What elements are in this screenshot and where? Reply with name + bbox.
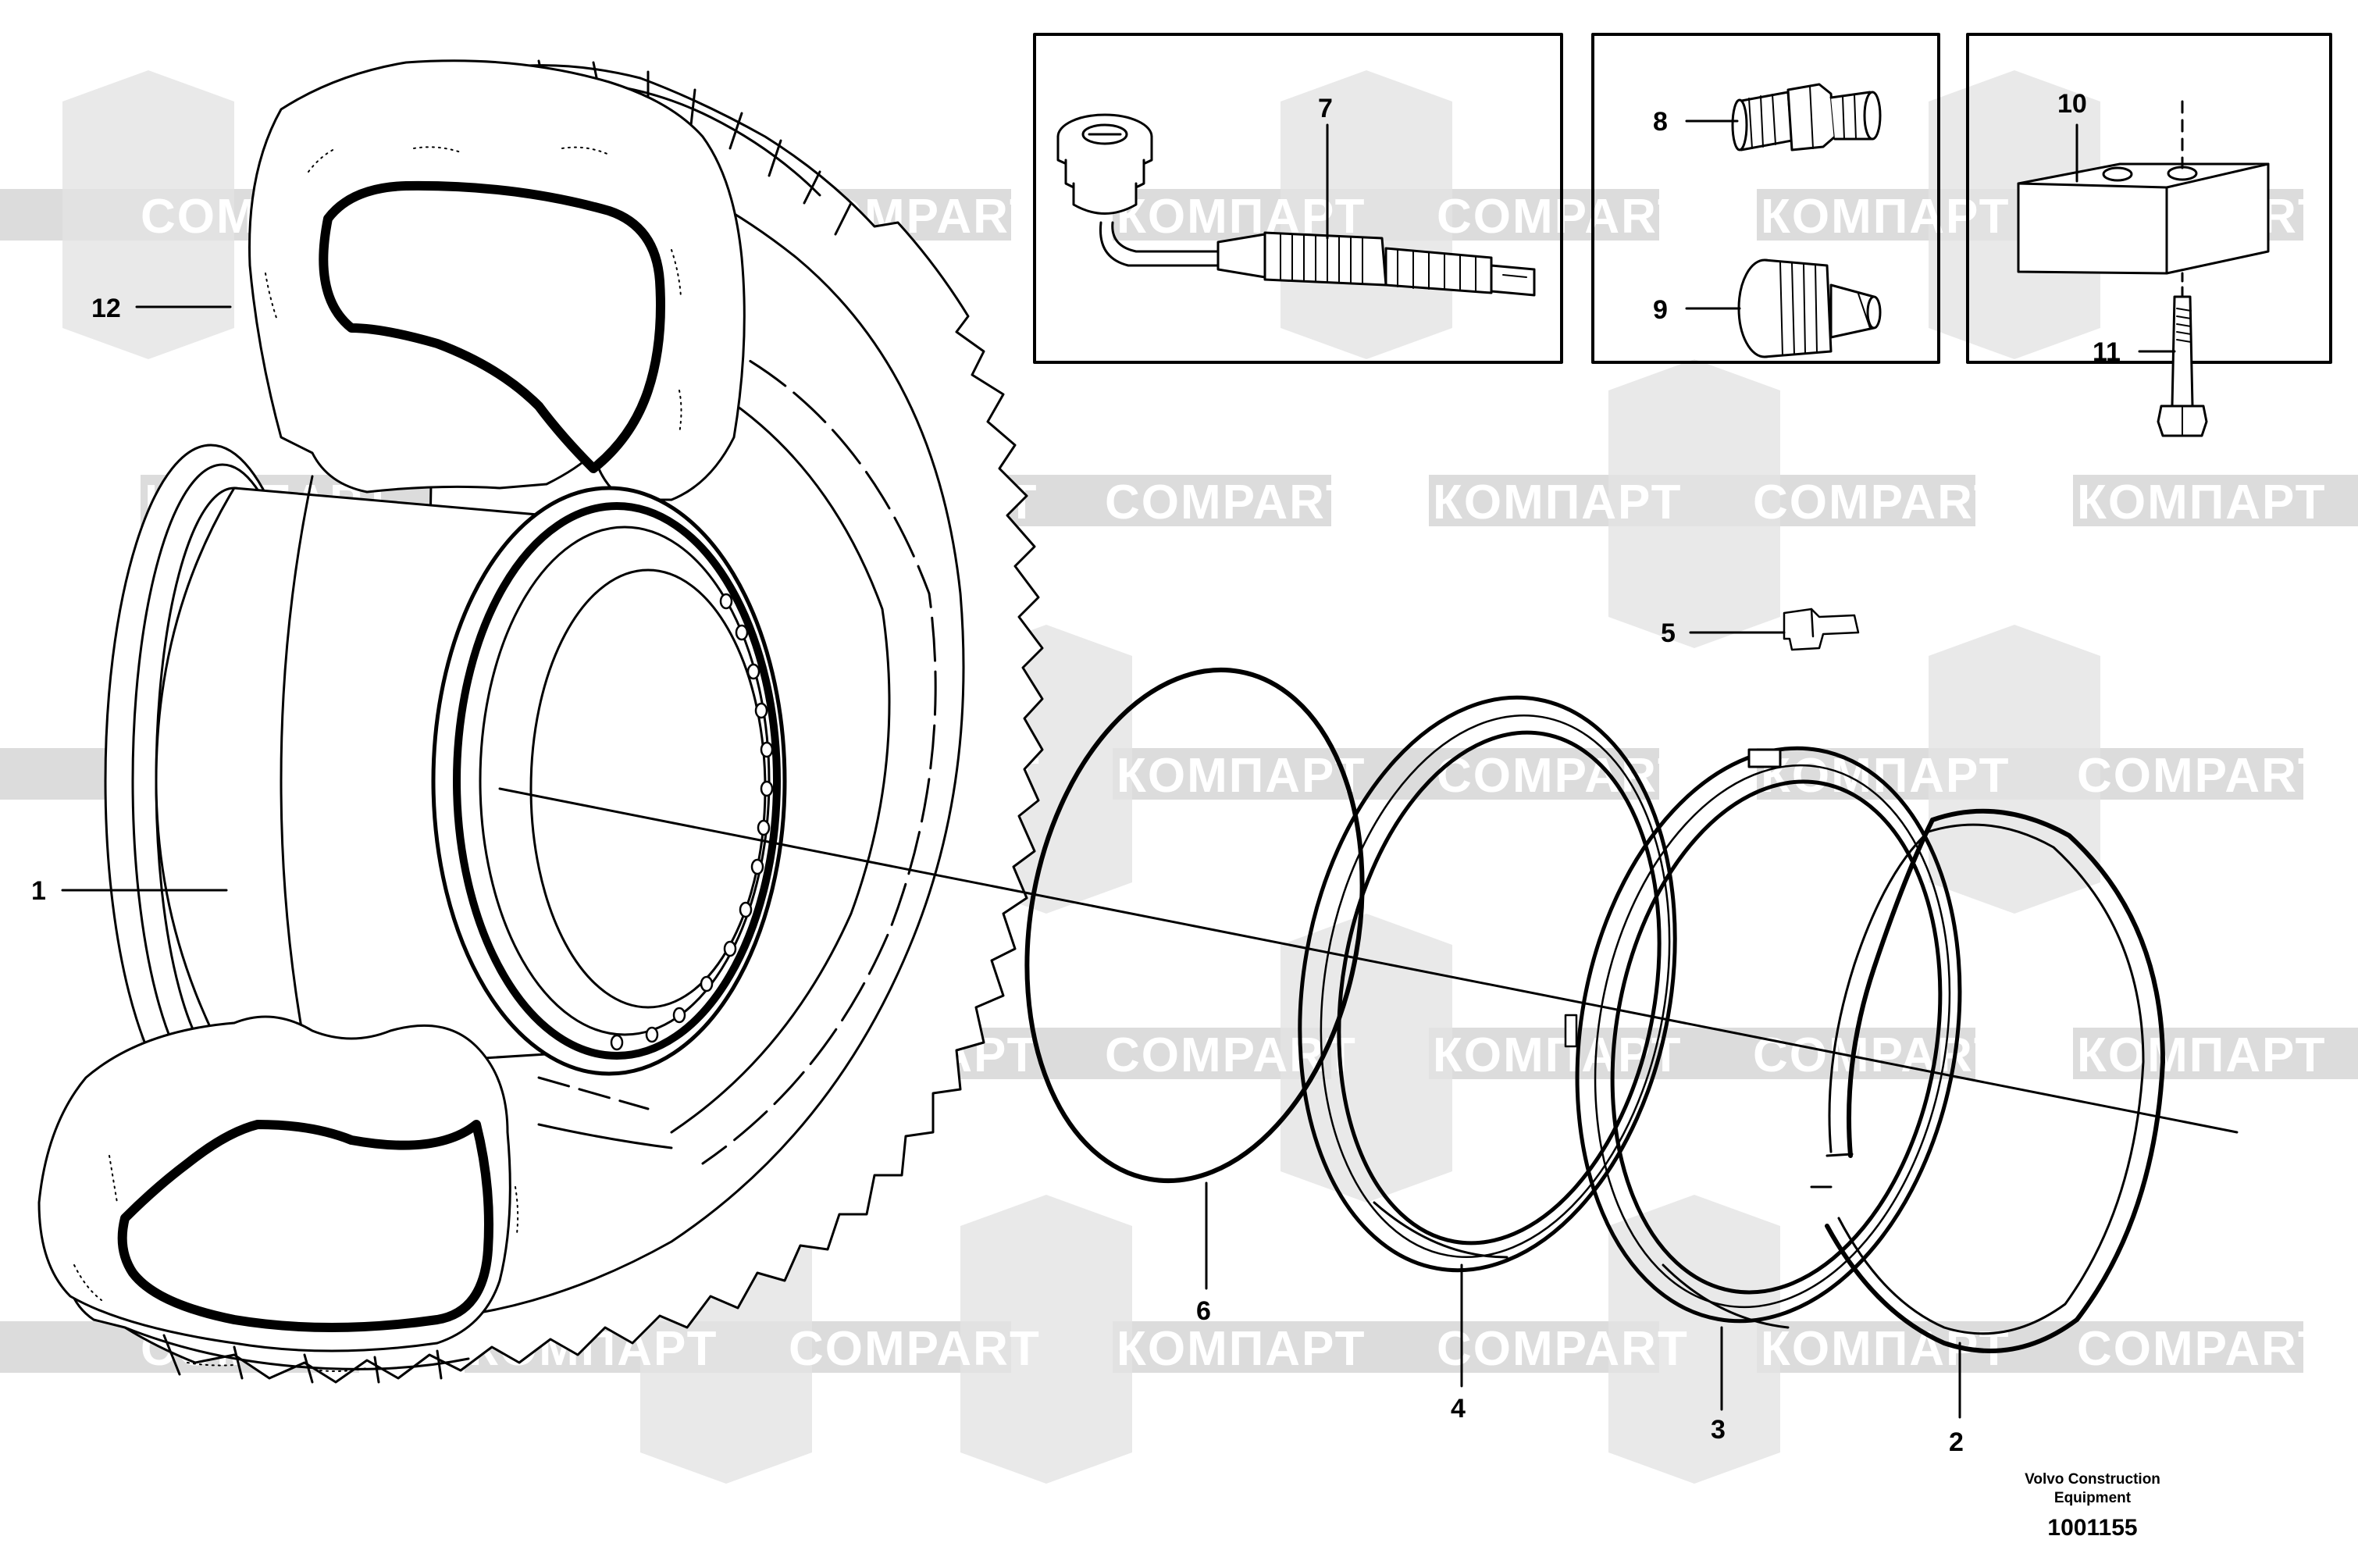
rim-bolt-holes xyxy=(610,593,774,1051)
sidewall-line-4 xyxy=(537,1123,673,1149)
publisher-line-1: Volvo Construction xyxy=(2025,1471,2160,1488)
o-ring-item-6 xyxy=(1024,667,1365,1184)
title-block: Volvo Construction Equipment 1001155 xyxy=(2025,1471,2160,1541)
callout-leaders xyxy=(61,119,2176,1419)
callout-3: 3 xyxy=(1711,1415,1726,1445)
valve-nipple-icon xyxy=(1731,83,1882,151)
wm-latin: COMPART xyxy=(1753,1028,2005,1082)
assembly-axis-line xyxy=(498,787,2239,1134)
wm-cyrillic: КОМПАРТ xyxy=(1433,476,1682,529)
tread-blocks-bottom xyxy=(162,1334,443,1384)
block-icon xyxy=(2017,162,2270,275)
inset-box-fittings xyxy=(1591,33,1940,364)
inset-box-valve xyxy=(1033,33,1563,364)
callout-9: 9 xyxy=(1653,295,1668,325)
publisher-line-2: Equipment xyxy=(2054,1490,2132,1506)
wm-latin: COMPART xyxy=(2077,1322,2329,1376)
inset-frame-8-9 xyxy=(1591,33,1940,364)
wm-latin: COMPART xyxy=(1105,1028,1357,1082)
inset-frame-10-11 xyxy=(1966,33,2332,364)
o-ring-outer xyxy=(1024,667,1365,1184)
inset-frame-7 xyxy=(1033,33,1563,364)
clip-item-5 xyxy=(1783,608,1860,651)
drawing-number: 1001155 xyxy=(2047,1515,2137,1541)
wm-cyrillic: КОМПАРТ xyxy=(1761,749,2010,803)
tire-cavity-bottom xyxy=(117,1120,493,1332)
tread-shoulder-bottom xyxy=(123,1326,470,1370)
wm-latin: COMPART xyxy=(789,1322,1041,1376)
rim-front-flange-3 xyxy=(479,526,771,1036)
tire-stipple-top xyxy=(265,146,682,434)
tire-cavity-top xyxy=(319,180,665,473)
callout-12: 12 xyxy=(91,294,121,323)
callout-8: 8 xyxy=(1653,107,1668,137)
wm-cyrillic: КОМПАРТ xyxy=(1117,1322,1366,1376)
bead-seat-band-item-4 xyxy=(1298,695,1677,1273)
sidewall-line-2 xyxy=(670,365,891,1134)
callout-7: 7 xyxy=(1318,94,1333,123)
callout-11: 11 xyxy=(2093,337,2121,367)
tire-stipple-bottom xyxy=(73,1155,519,1372)
side-ring-item-3 xyxy=(1564,746,1962,1329)
wm-latin: COMPART xyxy=(2077,749,2329,803)
bolt-icon xyxy=(2157,100,2208,437)
callout-5: 5 xyxy=(1661,618,1676,648)
rim-barrel-line xyxy=(280,475,314,1087)
wm-latin: COMPART xyxy=(1105,476,1357,529)
wm-latin: COMPART xyxy=(1753,476,2005,529)
tire-and-rim-assembly xyxy=(37,59,1044,1384)
callout-1: 1 xyxy=(31,876,46,906)
wm-cyrillic: КОМПАРТ xyxy=(1761,190,2010,244)
wm-cyrillic: КОМПАРТ xyxy=(2077,476,2326,529)
sidewall-line-3 xyxy=(537,1076,650,1110)
callout-4: 4 xyxy=(1451,1394,1466,1424)
callout-6: 6 xyxy=(1196,1296,1211,1326)
valve-icon xyxy=(1056,113,1536,297)
wm-cyrillic: КОМПАРТ xyxy=(1117,749,1366,803)
wm-latin: COMPART xyxy=(1437,1322,1689,1376)
rim-front-flange-outer xyxy=(431,486,787,1076)
valve-cap-icon xyxy=(1737,258,1882,358)
inset-box-block-bolt xyxy=(1966,33,2332,437)
wm-latin: COMPART xyxy=(1437,749,1689,803)
callout-10: 10 xyxy=(2057,89,2087,119)
sidewall-line-1 xyxy=(701,334,937,1165)
callout-2: 2 xyxy=(1949,1427,1964,1457)
lock-ring-item-2 xyxy=(1810,808,2165,1353)
rim-front-flange-2 xyxy=(453,502,781,1060)
wm-cyrillic: КОМПАРТ xyxy=(2077,1028,2326,1082)
callout-labels: 1 2 3 4 5 6 7 8 9 10 11 12 xyxy=(31,89,2121,1457)
